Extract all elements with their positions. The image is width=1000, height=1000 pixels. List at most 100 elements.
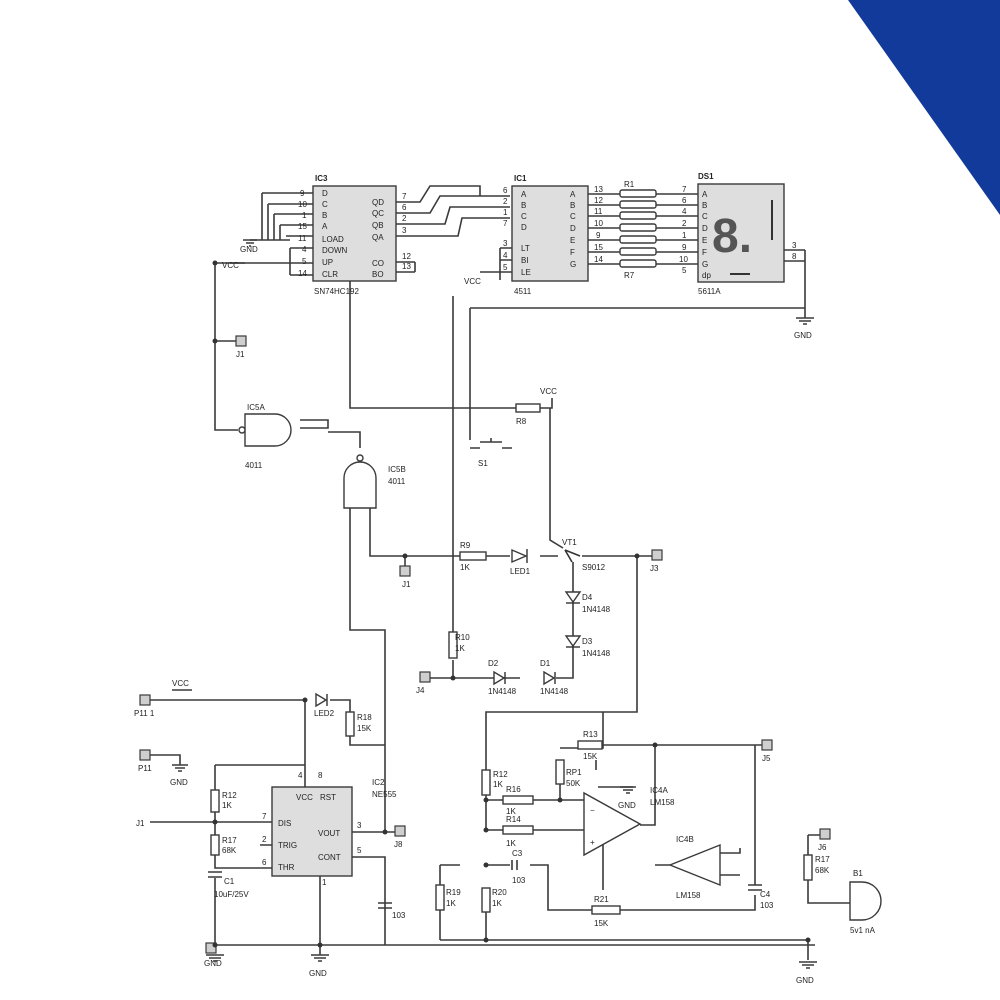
gnd-label: GND (170, 778, 188, 787)
r9-value: 1K (460, 563, 470, 572)
ic3-in-c: C (322, 200, 328, 209)
ds1-pin: 3 (792, 241, 797, 250)
ic5b-nand-gate: IC5B 4011 (343, 454, 406, 509)
connector-label: J5 (762, 754, 771, 763)
r10-resistor: R10 1K (448, 631, 470, 659)
ic3-in-b: B (322, 211, 327, 220)
ic1-in: BI (521, 256, 529, 265)
connector-label: J1 (136, 819, 145, 828)
ds1-pin: 7 (682, 185, 687, 194)
ic1-pin: 12 (594, 196, 603, 205)
r14-resistor: R14 1K (502, 815, 534, 848)
ic3-in-up: UP (322, 258, 333, 267)
r16-label: R17 (815, 855, 830, 864)
r13-label: R13 (583, 730, 598, 739)
connector-label: J6 (818, 843, 827, 852)
r19-label: R19 (446, 888, 461, 897)
r19-value: 1K (446, 899, 456, 908)
ic2-pin: 2 (262, 835, 267, 844)
ic2-pin-label: VOUT (318, 829, 340, 838)
d2-label: D2 (488, 659, 499, 668)
wires (150, 185, 850, 960)
c2-value: 103 (392, 911, 406, 920)
ds1-pin: 6 (682, 196, 687, 205)
connector-label: P11 (138, 764, 152, 773)
ic3-in-down: DOWN (322, 246, 348, 255)
vcc-label: VCC (464, 277, 481, 286)
ic3-out-qb: QB (372, 221, 384, 230)
vt1-part: S9012 (582, 563, 606, 572)
ground-symbols: GND GND GND GND GND GND GND (170, 239, 817, 985)
ic1-pin: 4 (503, 251, 508, 260)
ic3-pin: 6 (402, 203, 407, 212)
ic2-pin: 8 (318, 771, 323, 780)
d2-diode: D2 1N4148 (488, 659, 517, 696)
d3-label: D3 (582, 637, 593, 646)
ic1-ref: IC1 (514, 174, 527, 183)
rp1-value: 50K (566, 779, 581, 788)
r13-resistor: R13 15K (577, 730, 603, 761)
ic2-part: NE555 (372, 790, 397, 799)
ic3-in-clr: CLR (322, 270, 338, 279)
r21-label: R21 (594, 895, 609, 904)
ds1-seg: D (702, 224, 708, 233)
r17-value: 68K (222, 846, 237, 855)
r12-label: R12 (493, 770, 508, 779)
ic4a-minus: − (590, 806, 595, 815)
led1-label: LED1 (510, 567, 531, 576)
ic3-out-qa: QA (372, 233, 384, 242)
r16-resistor: R17 68K (803, 854, 830, 881)
vt1-ref: VT1 (562, 538, 577, 547)
ic3-in-a: A (322, 222, 328, 231)
ic3-part: SN74HC192 (314, 287, 359, 296)
ic1-part: 4511 (514, 287, 532, 296)
ic3-pin: 3 (402, 226, 407, 235)
r10-label: R10 (455, 633, 470, 642)
ic3-pin: 7 (402, 192, 407, 201)
ic3-pin: 15 (298, 222, 307, 231)
d1-part: 1N4148 (540, 687, 569, 696)
r12-value: 1K (493, 780, 503, 789)
ic3-in-load: LOAD (322, 235, 344, 244)
r21-resistor: R21 15K (591, 895, 621, 928)
connector-label: J1 (402, 580, 411, 589)
r11-resistor: R12 1K (210, 789, 237, 813)
vcc-label: VCC (172, 679, 189, 688)
vt1-transistor: VT1 S9012 (562, 538, 606, 572)
gnd-label: GND (240, 245, 258, 254)
d3-part: 1N4148 (582, 649, 611, 658)
ic1-pin: 2 (503, 197, 508, 206)
ic1-out: E (570, 236, 575, 245)
ic1-pin: 11 (594, 207, 603, 216)
r12-resistor: R12 1K (481, 769, 508, 796)
r19-resistor: R19 1K (435, 884, 461, 911)
ds1-pin: 1 (682, 231, 687, 240)
c4-label: C4 (760, 890, 771, 899)
r11-label: R12 (222, 791, 237, 800)
ic3-pin: 13 (402, 262, 411, 271)
ic5b-part: 4011 (388, 477, 406, 486)
ds1-pin: 5 (682, 266, 687, 275)
ic2-ref: IC2 (372, 778, 385, 787)
ic1-pin: 10 (594, 219, 603, 228)
ic5b-ref: IC5B (388, 465, 406, 474)
ds1-part: 5611A (698, 287, 721, 296)
r7-label: R7 (624, 271, 635, 280)
d3-diode: D3 1N4148 (564, 635, 611, 658)
r18-value: 15K (357, 724, 372, 733)
r9-resistor: R9 1K (459, 541, 487, 572)
c1-label: C1 (224, 877, 235, 886)
ic1-in: B (521, 201, 526, 210)
ic5a-ref: IC5A (247, 403, 265, 412)
c3-value: 103 (512, 876, 526, 885)
gnd-label: GND (618, 801, 636, 810)
ic4b-ref: IC4B (676, 835, 694, 844)
ic2-pin-label: TRIG (278, 841, 297, 850)
r14-label: R14 (506, 815, 521, 824)
ic2-pin: 7 (262, 812, 267, 821)
connector-label: J8 (394, 840, 403, 849)
led2: LED2 (314, 692, 335, 718)
ic1-pin: 13 (594, 185, 603, 194)
ic1-out: G (570, 260, 576, 269)
ic4b-opamp: IC4B LM158 (668, 835, 721, 900)
